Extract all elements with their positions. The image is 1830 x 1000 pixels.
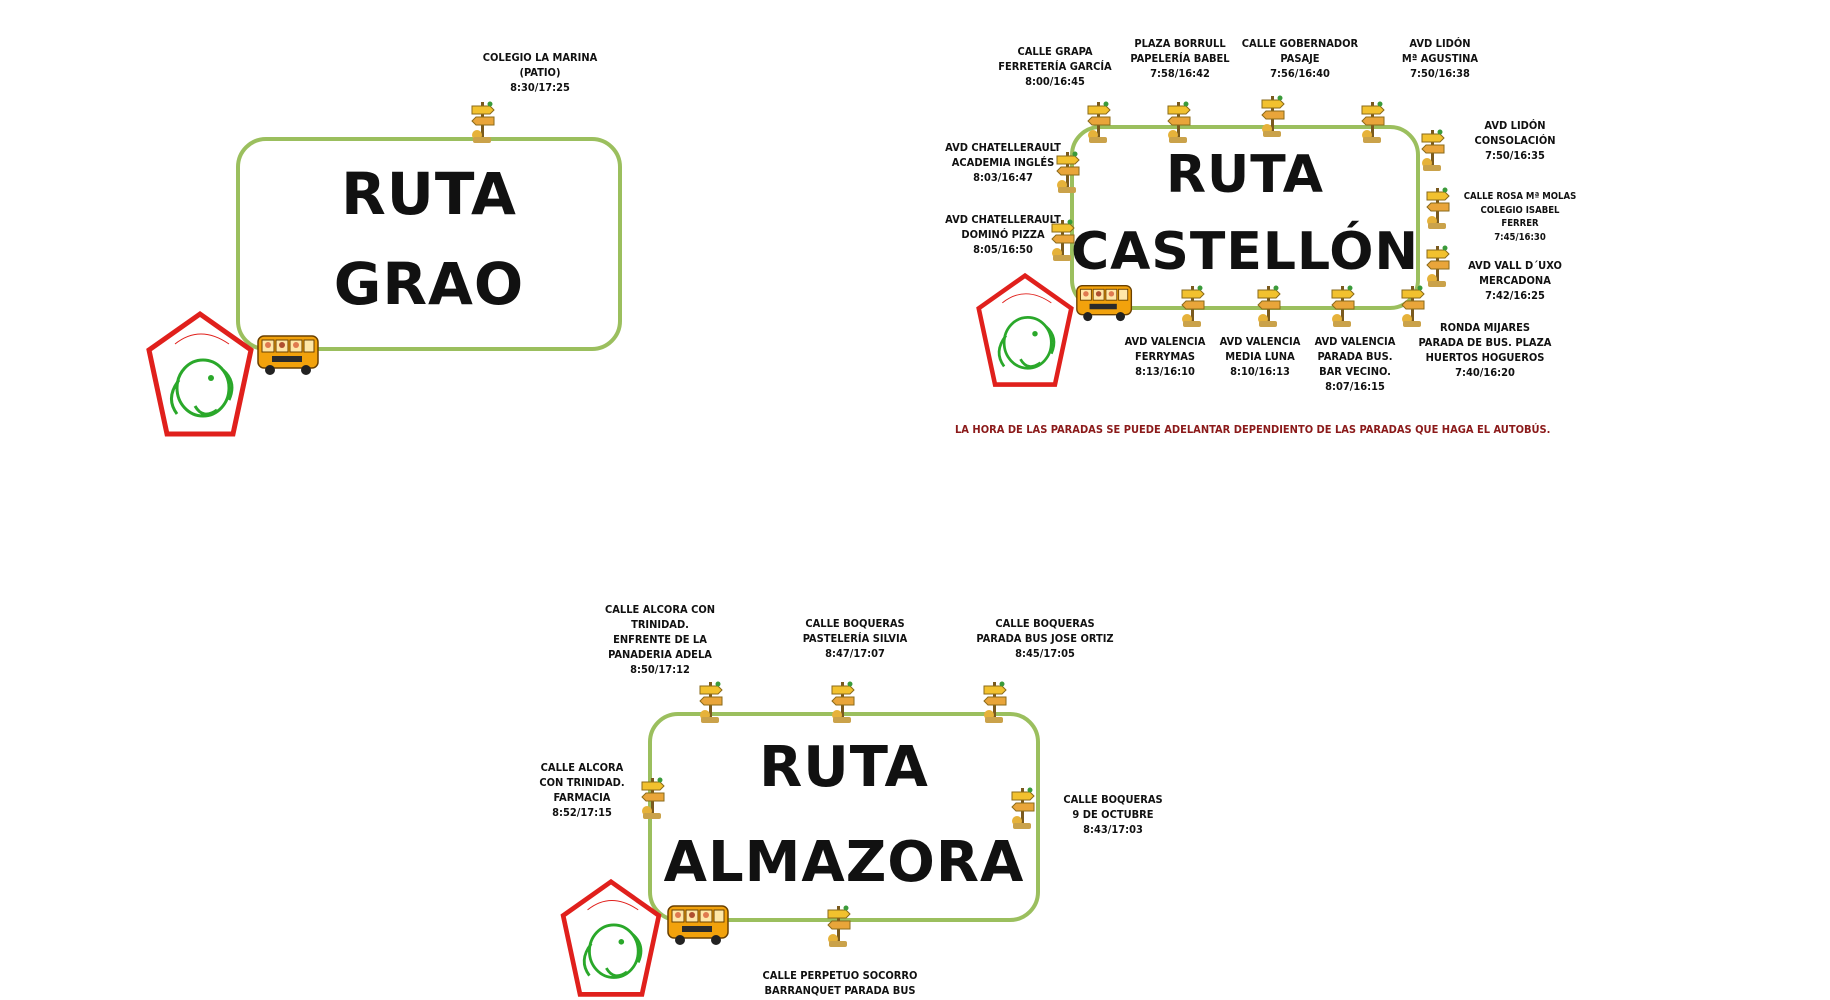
signpost-icon bbox=[1180, 284, 1206, 328]
signpost-icon bbox=[830, 680, 856, 724]
castellon-stop-plaza-borrull: PLAZA BORRULL PAPELERÍA BABEL 7:58/16:42 bbox=[1130, 37, 1230, 80]
signpost-icon bbox=[698, 680, 724, 724]
almazora-stop-alcora-farmacia: CALLE ALCORA CON TRINIDAD. FARMACIA 8:52… bbox=[539, 761, 625, 819]
castellon-stop-rosa-molas: CALLE ROSA Mª MOLAS COLEGIO ISABEL FERRE… bbox=[1463, 191, 1577, 243]
almazora-stop-alcora-panaderia: CALLE ALCORA CON TRINIDAD. ENFRENTE DE L… bbox=[604, 603, 716, 676]
signpost-icon bbox=[826, 904, 852, 948]
signpost-icon bbox=[1330, 284, 1356, 328]
castellon-stop-chatellerault-domino: AVD CHATELLERAULT DOMINÓ PIZZA 8:05/16:5… bbox=[945, 213, 1061, 256]
school-bus-icon bbox=[666, 900, 732, 948]
castellon-stop-avd-valencia-ferrymas: AVD VALENCIA FERRYMAS 8:13/16:10 bbox=[1124, 335, 1206, 378]
school-logo-icon bbox=[975, 272, 1075, 390]
signpost-icon bbox=[1425, 186, 1451, 230]
castellon-stop-ronda-mijares: RONDA MIJARES PARADA DE BUS. PLAZA HUERT… bbox=[1418, 321, 1552, 379]
route-grao-title-line1: RUTA bbox=[341, 160, 517, 228]
almazora-stop-boqueras-pasteleria: CALLE BOQUERAS PASTELERÍA SILVIA 8:47/17… bbox=[802, 617, 908, 660]
castellon-stop-calle-gobernador: CALLE GOBERNADOR PASAJE 7:56/16:40 bbox=[1241, 37, 1359, 80]
route-castellon-title-line1: RUTA bbox=[1166, 145, 1324, 205]
route-grao-box bbox=[236, 137, 622, 351]
grao-stop-1: COLEGIO LA MARINA (PATIO) 8:30/17:25 bbox=[482, 51, 598, 94]
route-castellon-title-line2: CASTELLÓN bbox=[1071, 222, 1419, 282]
castellon-stop-avd-lidon-consolacion: AVD LIDÓN CONSOLACIÓN 7:50/16:35 bbox=[1474, 119, 1556, 162]
signpost-icon bbox=[1420, 128, 1446, 172]
school-logo-icon bbox=[556, 878, 666, 1000]
signpost-icon bbox=[1260, 94, 1286, 138]
castellon-stop-calle-grapa: CALLE GRAPA FERRETERÍA GARCÍA 8:00/16:45 bbox=[998, 45, 1112, 88]
castellon-stop-avd-vall-duxo: AVD VALL D´UXO MERCADONA 7:42/16:25 bbox=[1468, 259, 1562, 302]
castellon-stop-avd-valencia-bar-vecino: AVD VALENCIA PARADA BUS. BAR VECINO. 8:0… bbox=[1314, 335, 1396, 393]
signpost-icon bbox=[1360, 100, 1386, 144]
signpost-icon bbox=[1050, 218, 1076, 262]
castellon-stop-avd-lidon-agustina: AVD LIDÓN Mª AGUSTINA 7:50/16:38 bbox=[1401, 37, 1479, 80]
signpost-icon bbox=[640, 776, 666, 820]
signpost-icon bbox=[470, 100, 496, 144]
almazora-stop-boqueras-jose-ortiz: CALLE BOQUERAS PARADA BUS JOSE ORTIZ 8:4… bbox=[976, 617, 1114, 660]
route-almazora-title-line2: ALMAZORA bbox=[663, 830, 1025, 895]
signpost-icon bbox=[1425, 244, 1451, 288]
signpost-icon bbox=[1086, 100, 1112, 144]
almazora-stop-perpetuo-socorro: CALLE PERPETUO SOCORRO BARRANQUET PARADA… bbox=[762, 969, 918, 997]
school-bus-icon bbox=[1075, 280, 1135, 324]
route-grao-title-line2: GRAO bbox=[333, 250, 525, 318]
castellon-timing-notice: LA HORA DE LAS PARADAS SE PUEDE ADELANTA… bbox=[955, 423, 1551, 436]
signpost-icon bbox=[1010, 786, 1036, 830]
route-castellon-box bbox=[1070, 125, 1420, 310]
signpost-icon bbox=[1166, 100, 1192, 144]
signpost-icon bbox=[1256, 284, 1282, 328]
castellon-stop-chatellerault-academia: AVD CHATELLERAULT ACADEMIA INGLÉS 8:03/1… bbox=[945, 141, 1061, 184]
school-bus-icon bbox=[256, 330, 322, 378]
almazora-stop-boqueras-9-octubre: CALLE BOQUERAS 9 DE OCTUBRE 8:43/17:03 bbox=[1063, 793, 1163, 836]
route-almazora-title-line1: RUTA bbox=[759, 735, 929, 800]
signpost-icon bbox=[1400, 284, 1426, 328]
castellon-stop-avd-valencia-media-luna: AVD VALENCIA MEDIA LUNA 8:10/16:13 bbox=[1219, 335, 1301, 378]
signpost-icon bbox=[982, 680, 1008, 724]
signpost-icon bbox=[1055, 150, 1081, 194]
route-almazora-box bbox=[648, 712, 1040, 922]
school-logo-icon bbox=[145, 310, 255, 440]
